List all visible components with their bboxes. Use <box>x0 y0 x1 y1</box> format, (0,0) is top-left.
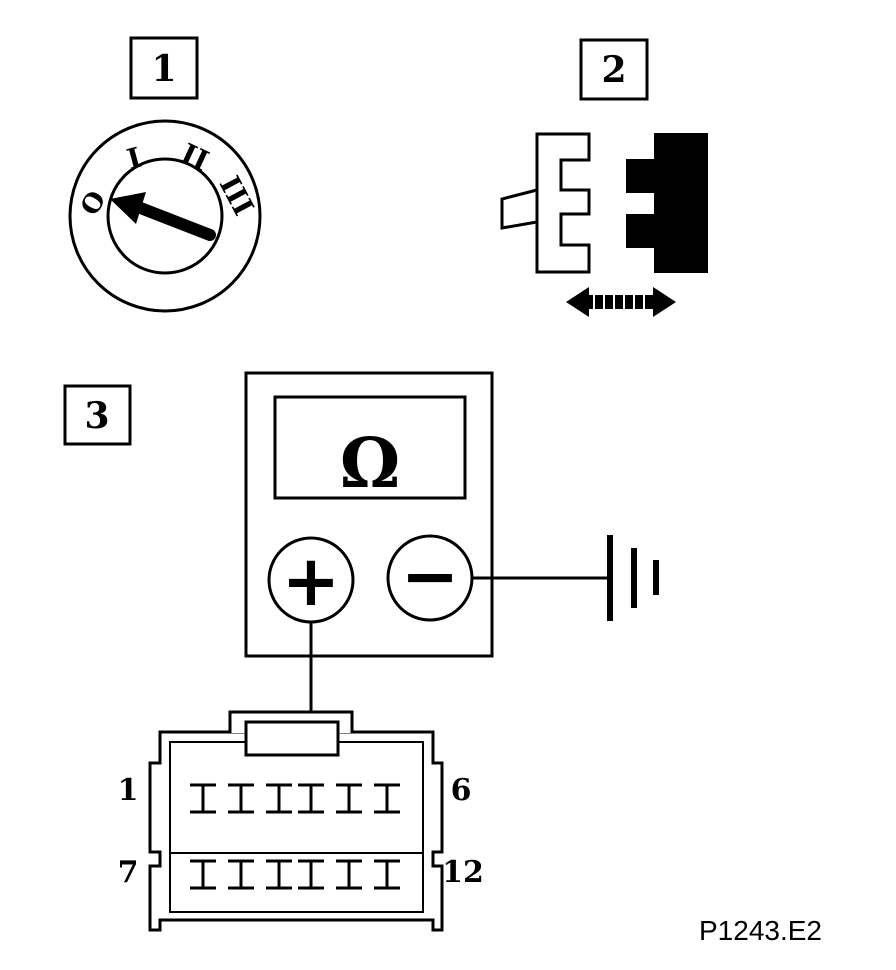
step-2: 2 <box>500 38 708 317</box>
step-3-number: 3 <box>84 395 109 437</box>
step-1: 1 O I II III <box>68 36 262 313</box>
connector-12-pin: 1 6 7 12 <box>118 710 484 932</box>
figure-reference: P1243.E2 <box>699 915 822 946</box>
pin-label-1: 1 <box>118 773 139 808</box>
step-2-box <box>579 38 649 101</box>
pin-9 <box>266 859 292 890</box>
pin-10 <box>298 859 324 890</box>
step-1-box <box>129 36 199 100</box>
step-2-number: 2 <box>601 49 626 91</box>
pin-12 <box>374 859 400 890</box>
pin-6 <box>374 783 400 814</box>
connector-socket-half <box>626 133 708 273</box>
connector-latch-slot <box>244 720 340 757</box>
pin-4 <box>298 783 324 814</box>
pin-5 <box>336 783 362 814</box>
multimeter-display <box>273 395 467 500</box>
connector-plug-half <box>535 132 591 274</box>
step-3: 3 Ω + − <box>63 371 659 932</box>
key-arrow-icon <box>110 192 216 241</box>
pin-row-bottom <box>190 859 400 890</box>
connector-latch <box>500 188 539 230</box>
multimeter-icon: Ω + − <box>244 371 494 658</box>
connector-disconnect-icon <box>500 132 708 317</box>
pin-3 <box>266 783 292 814</box>
pin-8 <box>228 859 254 890</box>
pin-1 <box>190 783 216 814</box>
pin-label-6: 6 <box>451 773 472 808</box>
pin-row-top <box>190 783 400 814</box>
ohm-symbol: Ω <box>340 424 401 504</box>
ignition-key-switch-icon: O I II III <box>68 119 262 313</box>
pin-label-7: 7 <box>118 855 139 890</box>
minus-sign: − <box>401 535 460 617</box>
pin-label-12: 12 <box>442 855 484 890</box>
pin-11 <box>336 859 362 890</box>
pin-7 <box>190 859 216 890</box>
step-1-number: 1 <box>151 48 176 90</box>
connector-housing <box>148 730 444 932</box>
ground-symbol-icon <box>607 535 659 621</box>
double-arrow-icon <box>566 287 676 317</box>
plus-sign: + <box>282 540 341 622</box>
step-3-box <box>63 384 132 446</box>
pin-2 <box>228 783 254 814</box>
